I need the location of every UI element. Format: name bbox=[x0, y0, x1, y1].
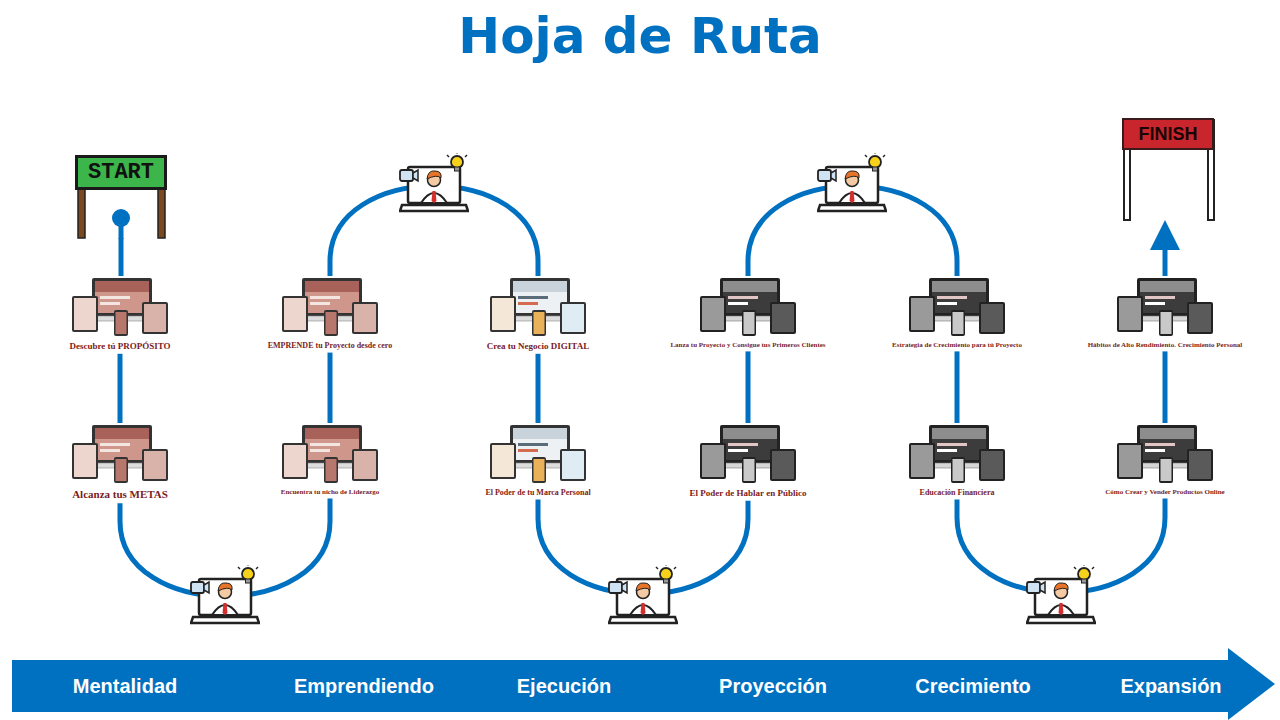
course-mockup bbox=[282, 425, 378, 483]
course-mockup bbox=[909, 425, 1005, 483]
course-card: Encuentra tu nicho de Liderazgo bbox=[277, 423, 384, 498]
course-card: Hábitos de Alto Rendimiento. Crecimiento… bbox=[1084, 276, 1247, 351]
course-mockup bbox=[72, 425, 168, 483]
route-line bbox=[119, 238, 124, 276]
course-mockup bbox=[72, 278, 168, 336]
sign-post bbox=[78, 186, 85, 238]
course-caption: Lanza tu Proyecto y Consigue tus Primero… bbox=[666, 341, 830, 349]
video-icon bbox=[191, 564, 259, 623]
course-card: Lanza tu Proyecto y Consigue tus Primero… bbox=[666, 276, 830, 351]
course-card: Crea tu Negocio DIGITAL bbox=[483, 276, 594, 354]
finish-sign: FINISH bbox=[1118, 118, 1218, 220]
band-arrow bbox=[12, 648, 1275, 720]
course-card: El Poder de tu Marca Personal bbox=[481, 423, 595, 500]
course-caption: Encuentra tu nicho de Liderazgo bbox=[277, 488, 384, 496]
stage-label: Ejecución bbox=[517, 672, 611, 700]
stage-label: Emprendiendo bbox=[294, 672, 434, 700]
course-mockup bbox=[700, 278, 796, 336]
video-icon bbox=[818, 152, 886, 211]
start-board: START bbox=[75, 155, 167, 190]
course-card: Descubre tú PROPÓSITO bbox=[65, 276, 175, 354]
course-caption: Alcanza tus METAS bbox=[68, 488, 172, 501]
sign-post bbox=[158, 186, 165, 238]
start-stem bbox=[119, 226, 124, 239]
route-line bbox=[328, 353, 333, 423]
route-line bbox=[746, 351, 751, 423]
course-card: Alcanza tus METAS bbox=[68, 423, 172, 503]
start-dot bbox=[112, 209, 130, 227]
course-caption: Educación Financiera bbox=[905, 488, 1009, 498]
stage-arrow-band: Mentalidad Emprendiendo Ejecución Proyecció… bbox=[12, 648, 1275, 720]
video-icon bbox=[400, 152, 468, 211]
course-card: Estrategia de Crecimiento para tú Proyec… bbox=[888, 276, 1026, 351]
course-card: El Poder de Hablar en Público bbox=[686, 423, 811, 501]
course-caption: El Poder de Hablar en Público bbox=[686, 488, 811, 499]
course-caption: EMPRENDE tu Proyecto desde cero bbox=[264, 341, 397, 351]
video-icon bbox=[1027, 564, 1095, 623]
course-mockup bbox=[700, 425, 796, 483]
route-line bbox=[955, 351, 960, 423]
course-caption: Cómo Crear y Vender Productos Online bbox=[1101, 488, 1229, 496]
course-caption: Estrategia de Crecimiento para tú Proyec… bbox=[888, 341, 1026, 349]
start-sign: START bbox=[75, 155, 167, 238]
course-card: EMPRENDE tu Proyecto desde cero bbox=[264, 276, 397, 353]
course-mockup bbox=[490, 278, 586, 336]
course-caption: El Poder de tu Marca Personal bbox=[481, 488, 595, 498]
diagram-title: Hoja de Ruta bbox=[0, 6, 1280, 66]
stage-label: Proyección bbox=[719, 672, 827, 700]
finish-banner: FINISH bbox=[1122, 118, 1214, 150]
stage-label: Expansión bbox=[1120, 672, 1221, 700]
stage-label: Crecimiento bbox=[915, 672, 1031, 700]
route-line bbox=[1163, 232, 1168, 276]
stage-label: Mentalidad bbox=[73, 672, 177, 700]
course-caption: Crea tu Negocio DIGITAL bbox=[483, 341, 594, 352]
course-caption: Hábitos de Alto Rendimiento. Crecimiento… bbox=[1084, 341, 1247, 349]
course-mockup bbox=[490, 425, 586, 483]
route-line bbox=[536, 354, 541, 423]
band-shape bbox=[12, 648, 1275, 720]
course-mockup bbox=[1117, 425, 1213, 483]
course-mockup bbox=[1117, 278, 1213, 336]
course-card: Cómo Crear y Vender Productos Online bbox=[1101, 423, 1229, 498]
course-card: Educación Financiera bbox=[905, 423, 1009, 500]
route-line bbox=[118, 354, 123, 423]
video-icon bbox=[609, 564, 677, 623]
course-caption: Descubre tú PROPÓSITO bbox=[65, 341, 175, 352]
route-line bbox=[1163, 351, 1168, 423]
course-mockup bbox=[909, 278, 1005, 336]
course-mockup bbox=[282, 278, 378, 336]
